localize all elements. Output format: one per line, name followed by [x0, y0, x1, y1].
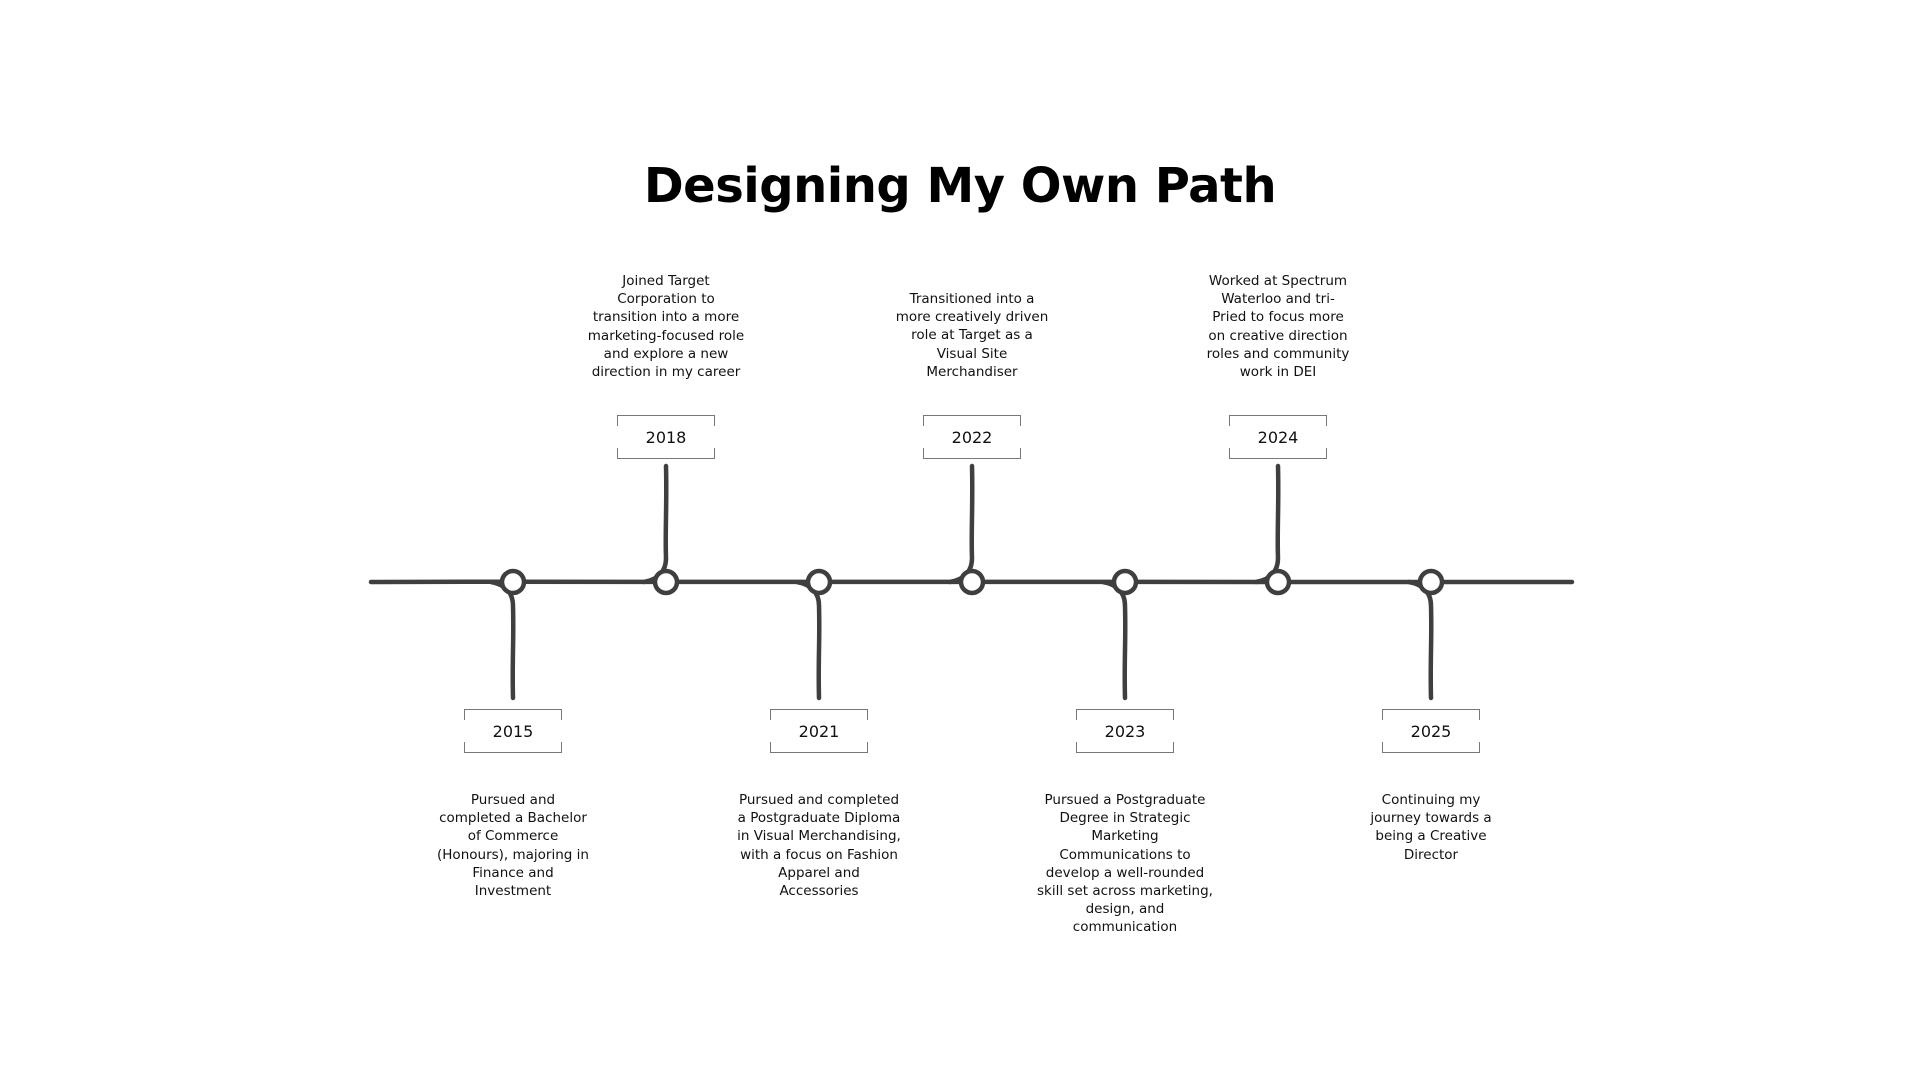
year-label-2018: 2018 [617, 415, 715, 459]
year-label-2015: 2015 [464, 709, 562, 753]
year-text: 2024 [1257, 427, 1299, 447]
year-label-2023: 2023 [1076, 709, 1174, 753]
timeline-node-2024 [1264, 568, 1292, 596]
timeline-node-2018 [652, 568, 680, 596]
timeline-node-2022 [958, 568, 986, 596]
timeline-node-2023 [1111, 568, 1139, 596]
connector-2022 [947, 463, 975, 585]
page-title: Designing My Own Path [643, 158, 1277, 214]
year-text: 2021 [798, 721, 840, 741]
milestone-description-2018: Joined Target Corporation to transition … [587, 273, 745, 381]
year-text: 2023 [1104, 721, 1146, 741]
connector-2024 [1253, 463, 1281, 585]
connector-2018 [641, 463, 669, 585]
timeline-nodes [499, 568, 1445, 596]
milestone-description-2023: Pursued a Postgraduate Degree in Strateg… [1037, 792, 1213, 936]
connector-2025 [1406, 579, 1434, 701]
connector-2023 [1100, 579, 1128, 701]
timeline-node-2025 [1417, 568, 1445, 596]
connector-2021 [794, 579, 822, 701]
year-text: 2018 [645, 427, 687, 447]
milestone-description-2015: Pursued and completed a Bachelor of Comm… [437, 792, 589, 900]
year-text: 2025 [1410, 721, 1452, 741]
connector-2015 [488, 579, 516, 701]
year-label-2022: 2022 [923, 415, 1021, 459]
year-label-2025: 2025 [1382, 709, 1480, 753]
milestone-description-2021: Pursued and completed a Postgraduate Dip… [737, 792, 901, 900]
timeline-node-2021 [805, 568, 833, 596]
milestone-description-2025: Continuing my journey towards a being a … [1370, 792, 1492, 863]
milestone-description-2024: Worked at Spectrum Waterloo and tri- Pri… [1206, 273, 1350, 381]
milestone-description-2022: Transitioned into a more creatively driv… [895, 291, 1049, 380]
timeline-node-2015 [499, 568, 527, 596]
year-label-2024: 2024 [1229, 415, 1327, 459]
year-text: 2022 [951, 427, 993, 447]
year-text: 2015 [492, 721, 534, 741]
year-label-2021: 2021 [770, 709, 868, 753]
